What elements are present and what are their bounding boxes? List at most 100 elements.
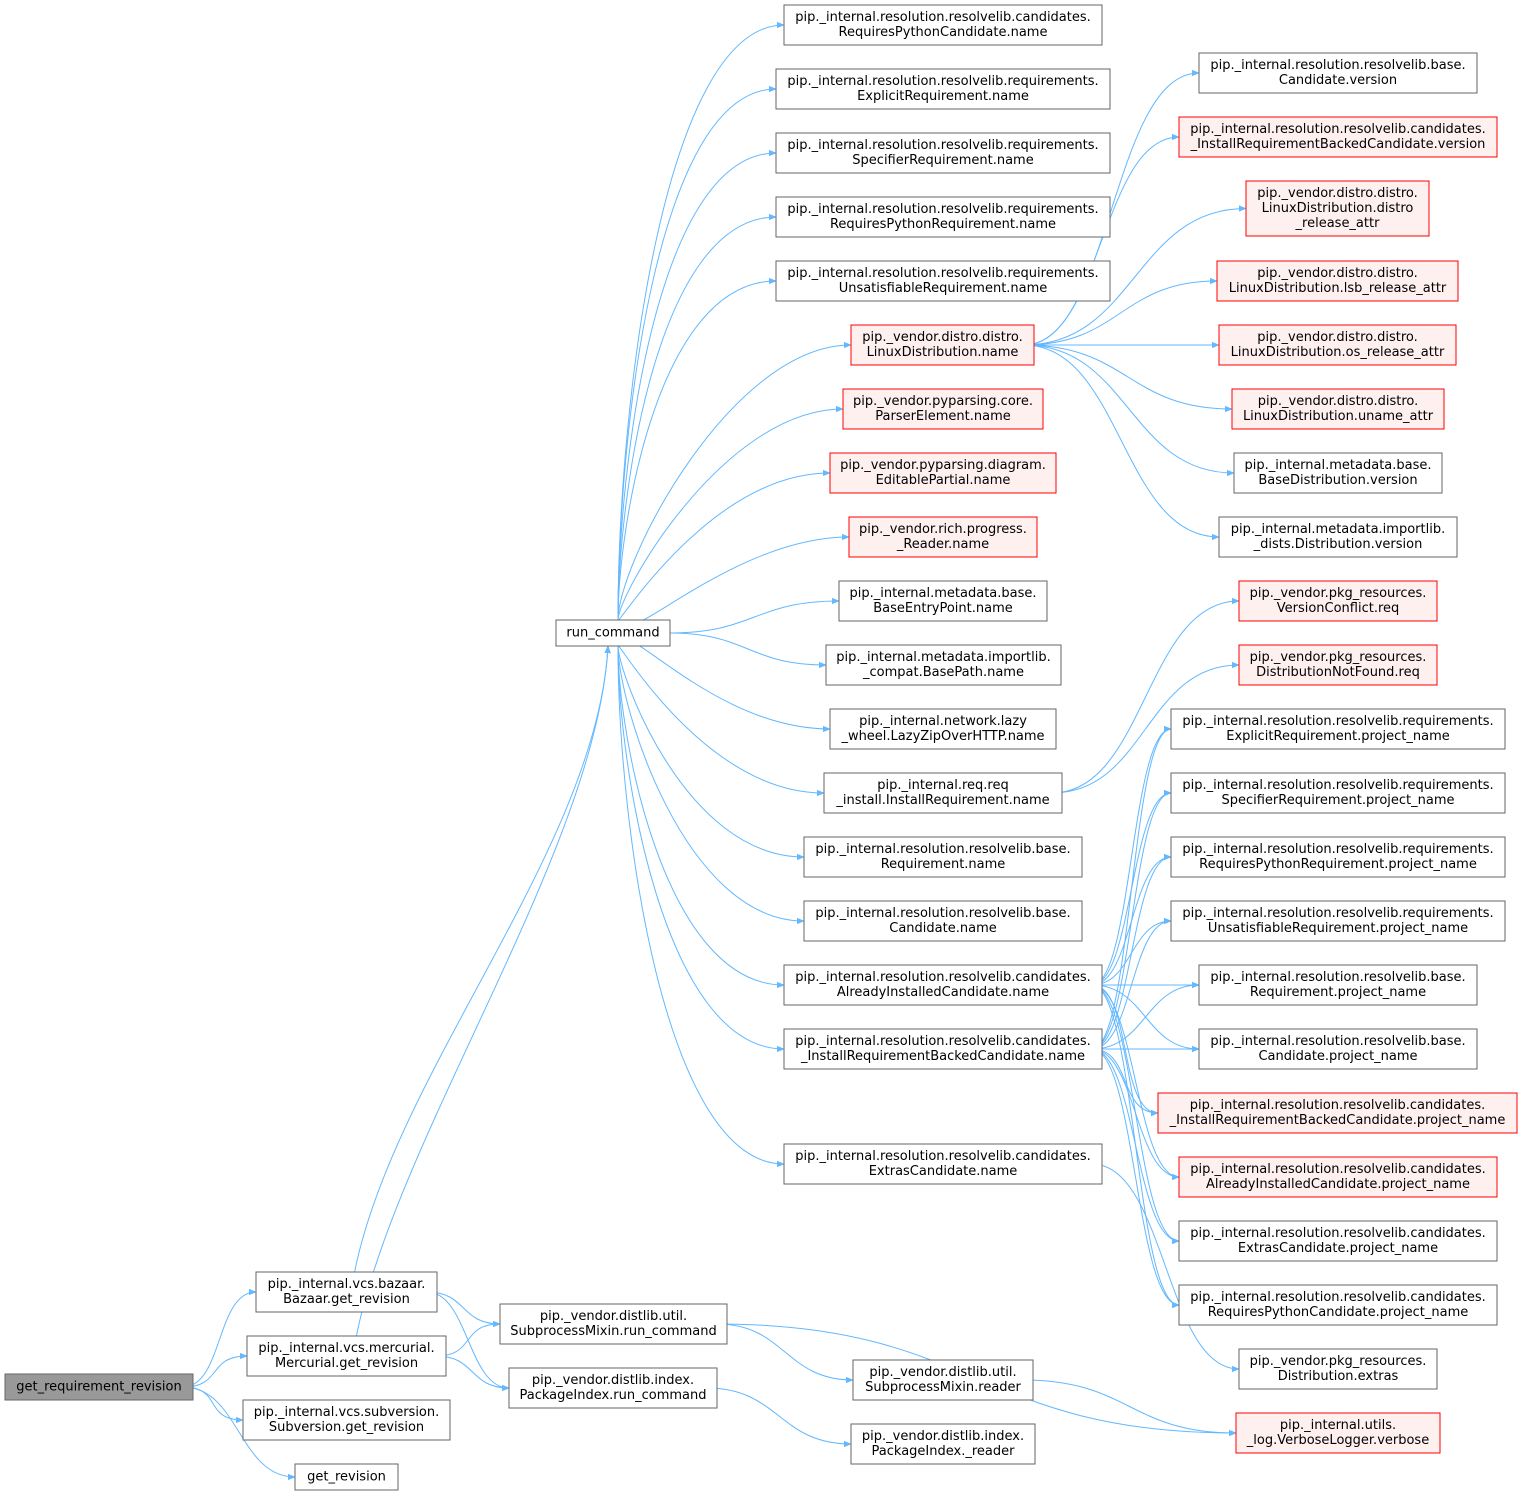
node-n-breq[interactable]: pip._internal.resolution.resolvelib.base… [803, 836, 1083, 878]
node-box [803, 836, 1083, 878]
node-label-line: Candidate.name [889, 921, 996, 936]
node-box [775, 68, 1111, 110]
node-n-ld[interactable]: pip._vendor.distro.distro.LinuxDistribut… [850, 324, 1035, 366]
node-mercurial[interactable]: pip._internal.vcs.mercurial.Mercurial.ge… [246, 1335, 447, 1377]
node-pkgindex-reader[interactable]: pip._vendor.distlib.index.PackageIndex._… [850, 1423, 1036, 1465]
node-n-ur[interactable]: pip._internal.resolution.resolvelib.requ… [775, 260, 1111, 302]
node-n-bp[interactable]: pip._internal.metadata.importlib._compat… [825, 644, 1062, 686]
node-pn-rpr[interactable]: pip._internal.resolution.resolvelib.requ… [1170, 836, 1506, 878]
node-label-line: pip._internal.resolution.resolvelib.cand… [1190, 1290, 1486, 1305]
node-n-irbc[interactable]: pip._internal.resolution.resolvelib.cand… [783, 1028, 1103, 1070]
node-v-bc[interactable]: pip._internal.resolution.resolvelib.base… [1198, 52, 1478, 94]
node-box [1198, 52, 1478, 94]
node-subversion[interactable]: pip._internal.vcs.subversion.Subversion.… [242, 1399, 451, 1441]
node-box [1238, 644, 1438, 686]
node-subproc-run[interactable]: pip._vendor.distlib.util.SubprocessMixin… [499, 1303, 728, 1345]
node-dist-extras[interactable]: pip._vendor.pkg_resources.Distribution.e… [1238, 1348, 1438, 1390]
node-label-line: pip._vendor.pkg_resources. [1250, 650, 1427, 665]
node-d-un[interactable]: pip._vendor.distro.distro.LinuxDistribut… [1231, 388, 1445, 430]
node-n-ec[interactable]: pip._internal.resolution.resolvelib.cand… [783, 1143, 1103, 1185]
node-label-line: _InstallRequirementBackedCandidate.proje… [1169, 1113, 1506, 1128]
edge-n_ld-to-d_rel [1023, 205, 1247, 346]
node-label-line: _InstallRequirementBackedCandidate.versi… [1190, 137, 1486, 152]
node-n-rpc[interactable]: pip._internal.resolution.resolvelib.cand… [783, 4, 1103, 46]
node-label-line: pip._internal.vcs.subversion. [254, 1405, 440, 1420]
node-vc-req[interactable]: pip._vendor.pkg_resources.VersionConflic… [1238, 580, 1438, 622]
node-label-line: pip._internal.metadata.importlib. [1231, 522, 1445, 537]
node-label-line: pip._internal.resolution.resolvelib.base… [1210, 970, 1465, 985]
node-pn-ec[interactable]: pip._internal.resolution.resolvelib.cand… [1178, 1220, 1498, 1262]
node-label-line: LinuxDistribution.distro [1262, 201, 1414, 216]
node-label-line: Mercurial.get_revision [275, 1356, 418, 1371]
node-n-bep[interactable]: pip._internal.metadata.base.BaseEntryPoi… [838, 580, 1048, 622]
node-box [852, 1359, 1034, 1401]
node-n-sr[interactable]: pip._internal.resolution.resolvelib.requ… [775, 132, 1111, 174]
node-box [1157, 1092, 1518, 1134]
node-label-line: VersionConflict.req [1277, 601, 1400, 616]
node-label-line: ExtrasCandidate.name [869, 1164, 1018, 1179]
edge-run_command-to-n_bcand [617, 645, 805, 925]
node-label-line: ExtrasCandidate.project_name [1238, 1241, 1438, 1256]
edge-n_ec-to-dist_extras [1091, 1163, 1240, 1373]
node-box [775, 132, 1111, 174]
node-label-line: LinuxDistribution.name [867, 345, 1019, 360]
node-root[interactable]: get_requirement_revision [4, 1373, 194, 1401]
node-pn-aic[interactable]: pip._internal.resolution.resolvelib.cand… [1178, 1156, 1498, 1198]
node-label-line: _log.VerboseLogger.verbose [1246, 1433, 1429, 1448]
node-d-os[interactable]: pip._vendor.distro.distro.LinuxDistribut… [1218, 324, 1457, 366]
node-get-revision[interactable]: get_revision [294, 1463, 399, 1491]
node-d-lsb[interactable]: pip._vendor.distro.distro.LinuxDistribut… [1216, 260, 1459, 302]
node-pkgindex-run[interactable]: pip._vendor.distlib.index.PackageIndex.r… [508, 1367, 718, 1409]
node-pn-rpc[interactable]: pip._internal.resolution.resolvelib.cand… [1178, 1284, 1498, 1326]
node-label-line: pip._internal.resolution.resolvelib.cand… [1190, 122, 1486, 137]
node-pn-bcand[interactable]: pip._internal.resolution.resolvelib.base… [1198, 1028, 1478, 1070]
node-label-line: pip._internal.resolution.resolvelib.cand… [795, 1034, 1091, 1049]
node-v-dd[interactable]: pip._internal.metadata.importlib._dists.… [1218, 516, 1458, 558]
node-subproc-reader[interactable]: pip._vendor.distlib.util.SubprocessMixin… [852, 1359, 1034, 1401]
node-label-line: pip._internal.resolution.resolvelib.base… [815, 906, 1070, 921]
node-label-line: run_command [566, 626, 659, 641]
node-pn-ur[interactable]: pip._internal.resolution.resolvelib.requ… [1170, 900, 1506, 942]
node-box [850, 1423, 1036, 1465]
edge-layer [182, 21, 1247, 1481]
node-n-pe[interactable]: pip._vendor.pyparsing.core.ParserElement… [842, 388, 1044, 430]
node-n-aic[interactable]: pip._internal.resolution.resolvelib.cand… [783, 964, 1103, 1006]
node-n-rd[interactable]: pip._vendor.rich.progress._Reader.name [848, 516, 1038, 558]
node-n-ep[interactable]: pip._vendor.pyparsing.diagram.EditablePa… [829, 452, 1057, 494]
node-box [775, 260, 1111, 302]
node-n-bcand[interactable]: pip._internal.resolution.resolvelib.base… [803, 900, 1083, 942]
edge-run_command-to-n_bep [669, 597, 840, 634]
node-label-line: pip._internal.resolution.resolvelib.requ… [787, 202, 1098, 217]
node-pn-er[interactable]: pip._internal.resolution.resolvelib.requ… [1170, 708, 1506, 750]
node-n-er[interactable]: pip._internal.resolution.resolvelib.requ… [775, 68, 1111, 110]
edge-run_command-to-n_ir [617, 645, 825, 797]
node-bazaar[interactable]: pip._internal.vcs.bazaar.Bazaar.get_revi… [255, 1271, 438, 1313]
node-n-lz[interactable]: pip._internal.network.lazy_wheel.LazyZip… [829, 708, 1057, 750]
node-box [508, 1367, 718, 1409]
edge-n_irbc-to-pn_breq [1091, 981, 1200, 1050]
node-pn-sr[interactable]: pip._internal.resolution.resolvelib.requ… [1170, 772, 1506, 814]
node-d-rel[interactable]: pip._vendor.distro.distro.LinuxDistribut… [1245, 180, 1430, 237]
edge-run_command-to-n_ep [617, 469, 831, 621]
node-pn-irbc[interactable]: pip._internal.resolution.resolvelib.cand… [1157, 1092, 1518, 1134]
node-run-command[interactable]: run_command [555, 619, 671, 647]
node-label-line: pip._internal.resolution.resolvelib.cand… [1190, 1162, 1486, 1177]
node-v-bd[interactable]: pip._internal.metadata.base.BaseDistribu… [1233, 452, 1443, 494]
node-n-ir[interactable]: pip._internal.req.req_install.InstallReq… [823, 772, 1063, 814]
node-box [1170, 900, 1506, 942]
edge-n_ld-to-d_un [1023, 344, 1233, 413]
node-pn-breq[interactable]: pip._internal.resolution.resolvelib.base… [1198, 964, 1478, 1006]
node-box [1238, 580, 1438, 622]
node-dnf-req[interactable]: pip._vendor.pkg_resources.DistributionNo… [1238, 644, 1438, 686]
node-label-line: _wheel.LazyZipOverHTTP.name [840, 729, 1044, 744]
edge-pkgindex_run-to-pkgindex_reader [706, 1387, 852, 1448]
edge-n_ld-to-v_bd [1023, 344, 1235, 477]
node-label-line: PackageIndex._reader [872, 1444, 1016, 1459]
node-box [499, 1303, 728, 1345]
node-v-irbc[interactable]: pip._internal.resolution.resolvelib.cand… [1178, 116, 1498, 158]
node-n-rpr[interactable]: pip._internal.resolution.resolvelib.requ… [775, 196, 1111, 238]
node-verbose[interactable]: pip._internal.utils._log.VerboseLogger.v… [1235, 1412, 1441, 1454]
node-label-line: _compat.BasePath.name [862, 665, 1024, 680]
node-box [1231, 388, 1445, 430]
edge-mercurial-to-subproc_run [435, 1320, 501, 1357]
